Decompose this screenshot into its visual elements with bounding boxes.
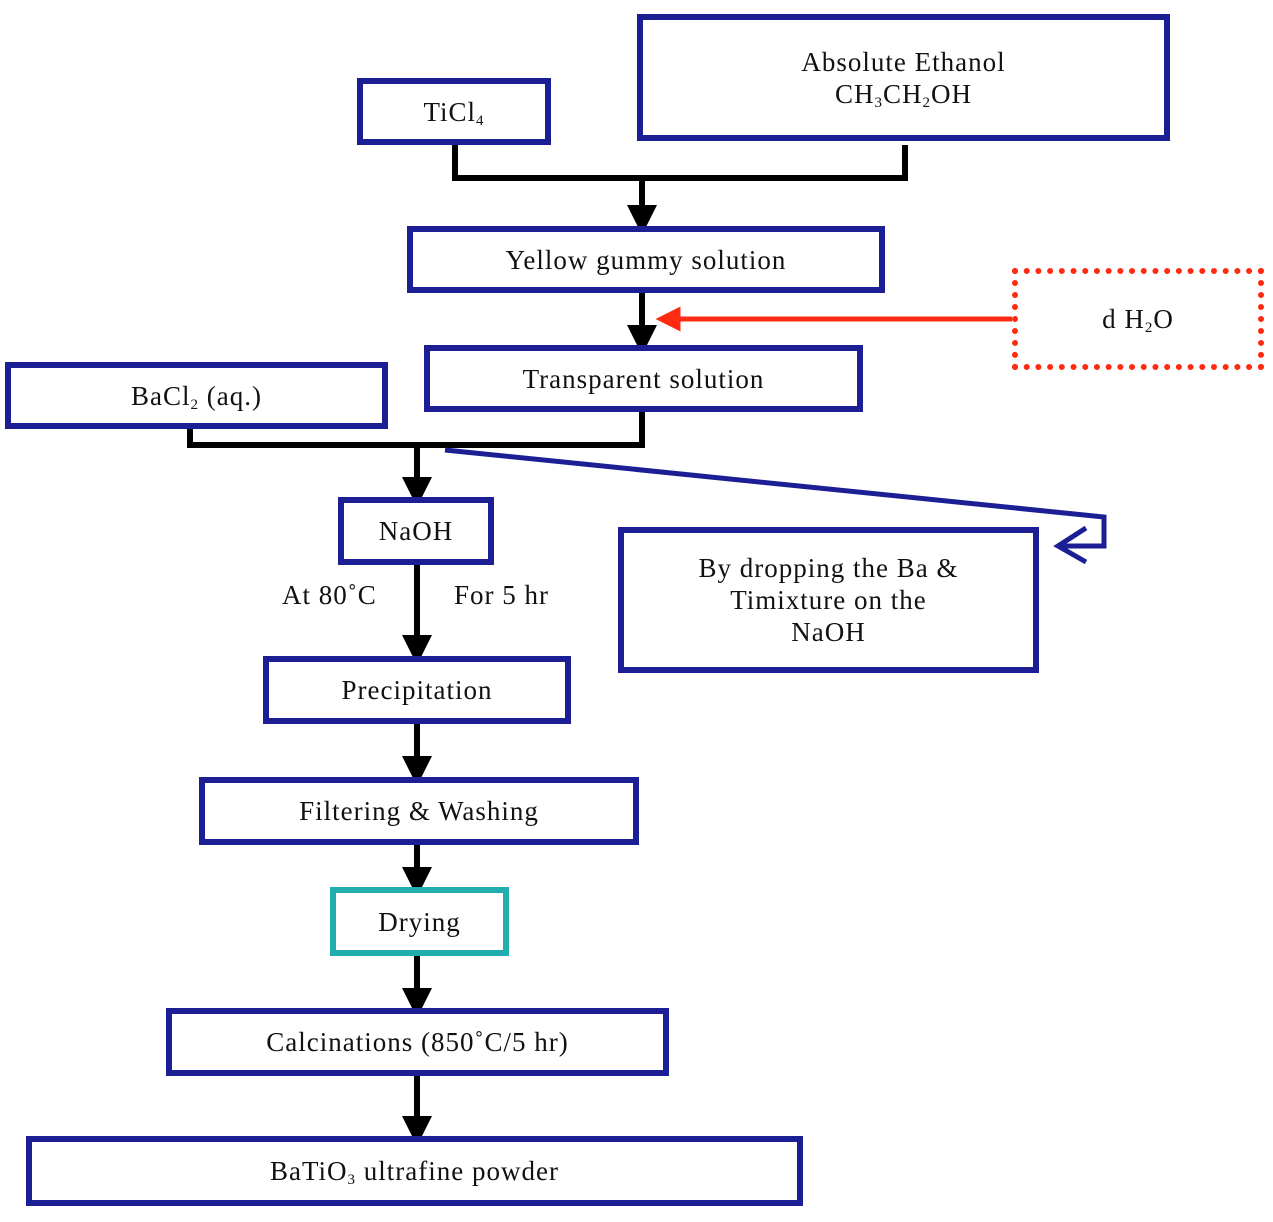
ethanol-name: Absolute Ethanol <box>801 46 1006 77</box>
ethanol-formula: CH3CH2OH <box>834 78 972 111</box>
bacl2-label: BaCl2 (aq.) <box>131 380 262 413</box>
transparent-solution-label: Transparent solution <box>522 363 765 394</box>
precipitation-box: Precipitation <box>263 656 571 724</box>
dropping-note-box: By dropping the Ba & Timixture on the Na… <box>618 527 1039 673</box>
bacl2-box: BaCl2 (aq.) <box>5 362 388 429</box>
naoh-box: NaOH <box>338 497 494 565</box>
drying-label: Drying <box>378 906 461 937</box>
ticl4-label: TiCl4 <box>423 96 485 129</box>
note-pointer-line <box>444 447 1107 549</box>
absolute-ethanol-box: Absolute Ethanol CH3CH2OH <box>637 14 1170 141</box>
calcinations-box: Calcinations (850˚C/5 hr) <box>166 1008 669 1076</box>
calcinations-label: Calcinations (850˚C/5 hr) <box>266 1027 569 1057</box>
drying-box: Drying <box>330 887 509 956</box>
batio3-product-box: BaTiO3 ultrafine powder <box>26 1136 803 1206</box>
filtering-washing-label: Filtering & Washing <box>299 796 539 826</box>
filtering-washing-box: Filtering & Washing <box>199 777 639 845</box>
note-line-2: Timixture on the <box>730 585 927 615</box>
precipitation-label: Precipitation <box>341 675 493 705</box>
water-box: d H2O <box>1012 268 1264 370</box>
transparent-solution-box: Transparent solution <box>424 345 863 412</box>
yellow-gummy-solution-label: Yellow gummy solution <box>505 244 787 275</box>
ticl4-box: TiCl4 <box>357 78 551 145</box>
merge-line-top <box>452 145 908 181</box>
time-label: For 5 hr <box>454 580 549 610</box>
note-line-3: NaOH <box>791 617 866 647</box>
yellow-gummy-solution-box: Yellow gummy solution <box>407 226 885 293</box>
water-label: d H2O <box>1102 304 1174 336</box>
note-pointer-head <box>1053 525 1088 565</box>
note-line-1: By dropping the Ba & <box>698 553 959 583</box>
batio3-product-label: BaTiO3 ultrafine powder <box>270 1156 559 1188</box>
naoh-label: NaOH <box>378 516 454 546</box>
temperature-label: At 80˚C <box>282 580 377 610</box>
